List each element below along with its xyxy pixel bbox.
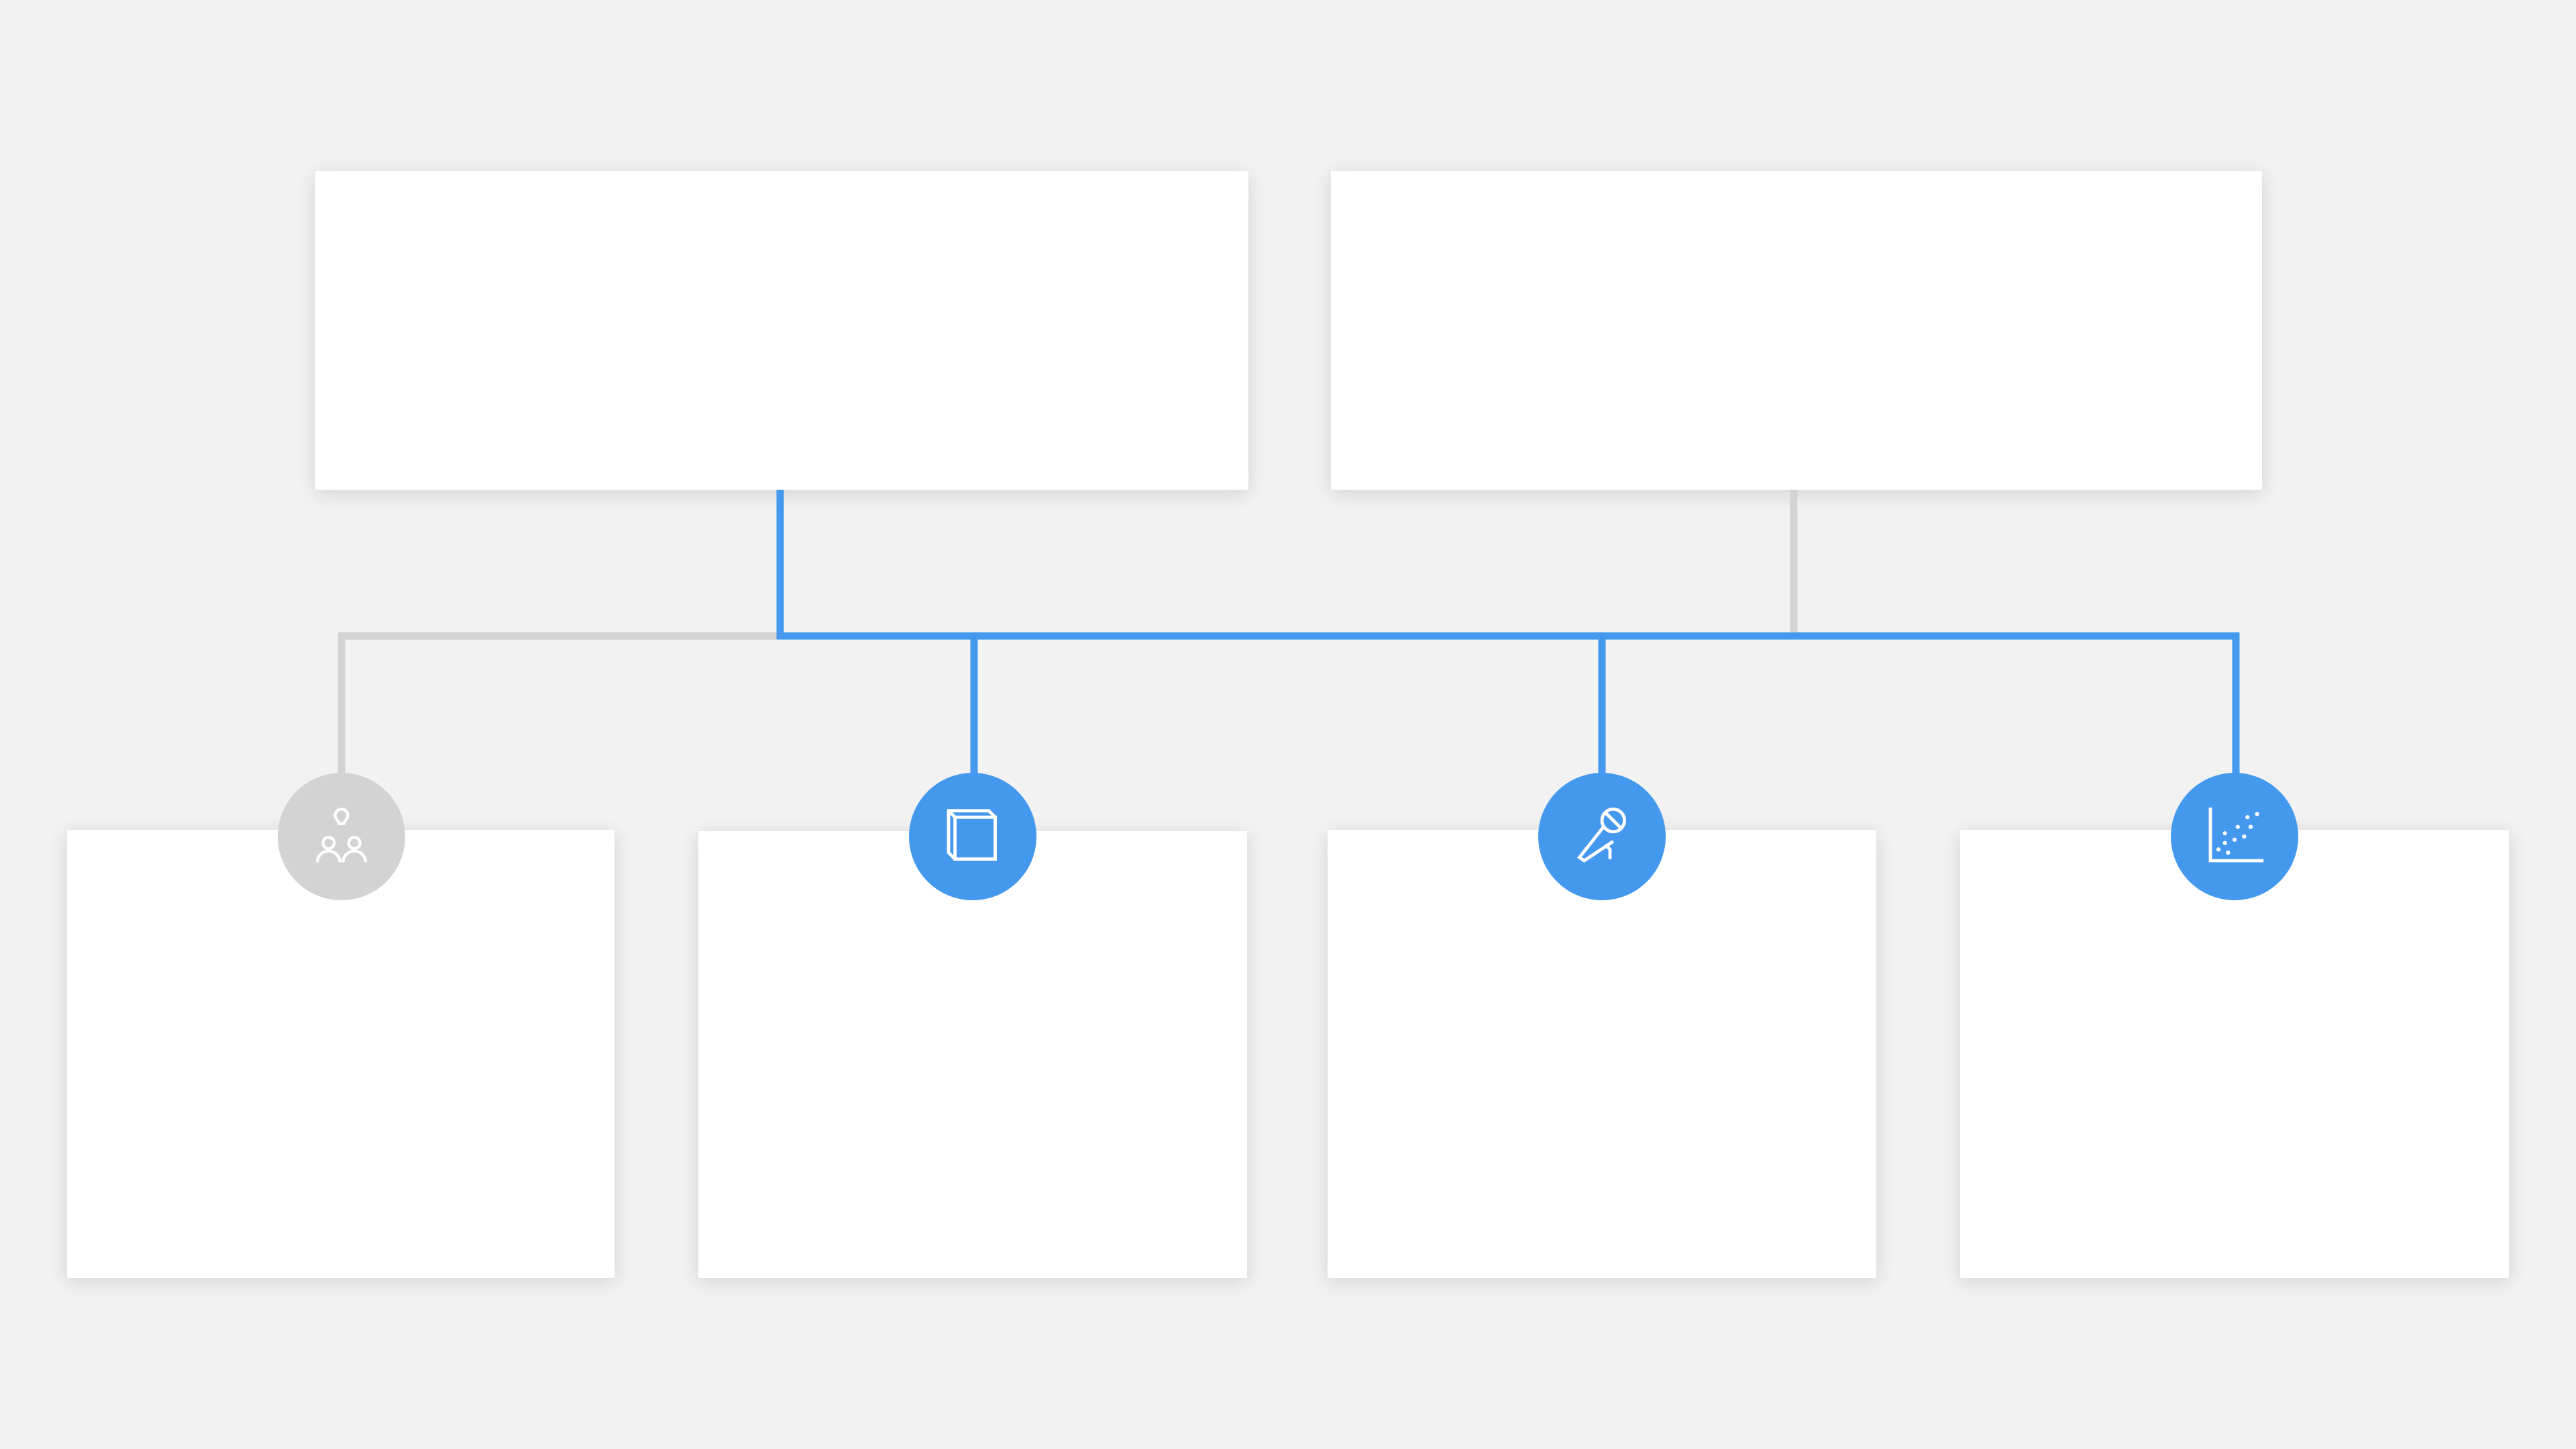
- bottom-card-2: [698, 831, 1247, 1278]
- bottom-card-1: [67, 830, 614, 1278]
- bottom-card-4: [1960, 830, 2509, 1278]
- node-scatter-chart: [2171, 773, 2298, 900]
- node-cube: [909, 773, 1036, 900]
- node-microphone: [1538, 773, 1666, 900]
- top-card-right: [1331, 171, 2262, 490]
- cube-icon: [947, 809, 997, 861]
- bottom-card-3: [1328, 830, 1876, 1278]
- node-team-idea: [278, 773, 405, 900]
- top-card-left: [315, 171, 1248, 490]
- microphone-icon: [1576, 807, 1626, 863]
- connector-active-trunk: [776, 490, 2240, 778]
- scatter-chart-icon: [2208, 807, 2264, 863]
- team-idea-icon: [315, 808, 368, 863]
- connector-inactive-left: [337, 632, 780, 778]
